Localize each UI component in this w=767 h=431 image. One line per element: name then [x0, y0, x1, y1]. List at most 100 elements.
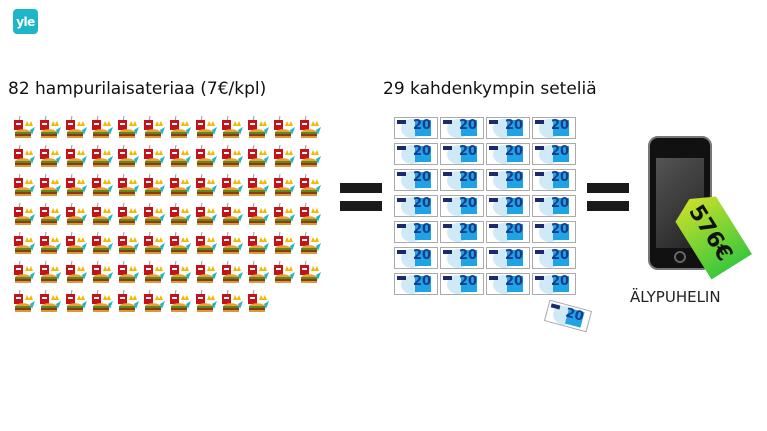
- meal-icon: [90, 173, 114, 198]
- meal-icon: [64, 144, 88, 169]
- meal-icon: [194, 289, 218, 314]
- banknote-20-icon: 20: [394, 273, 438, 295]
- meal-icon: [12, 173, 36, 198]
- meal-icon: [298, 173, 322, 198]
- equals-sign-top: [340, 183, 382, 193]
- banknote-20-icon: 20: [394, 247, 438, 269]
- meal-icon: [12, 289, 36, 314]
- equals-sign-bottom: [587, 201, 629, 211]
- banknote-20-icon: 20: [440, 143, 484, 165]
- meal-icon: [272, 115, 296, 140]
- meal-icon: [168, 289, 192, 314]
- banknotes-title: 29 kahdenkympin seteliä: [383, 79, 597, 99]
- meal-icon: [272, 144, 296, 169]
- meal-icon: [220, 260, 244, 285]
- meal-icon: [168, 144, 192, 169]
- meal-icon: [220, 289, 244, 314]
- meal-icon: [64, 202, 88, 227]
- meal-icon: [220, 173, 244, 198]
- banknote-20-icon: 20: [532, 169, 576, 191]
- banknote-20-icon: 20: [440, 195, 484, 217]
- banknote-20-icon: 20: [440, 221, 484, 243]
- meal-icon: [64, 173, 88, 198]
- meal-icon: [246, 231, 270, 256]
- banknote-20-icon: 20: [394, 195, 438, 217]
- meal-icon: [142, 115, 166, 140]
- banknote-20-icon: 20: [394, 169, 438, 191]
- meal-icon: [272, 173, 296, 198]
- meal-icon: [298, 202, 322, 227]
- meal-icon: [298, 231, 322, 256]
- meal-icon: [38, 231, 62, 256]
- meal-icon: [298, 260, 322, 285]
- banknote-20-icon: 20: [394, 117, 438, 139]
- meal-icon: [116, 115, 140, 140]
- meal-icon: [142, 289, 166, 314]
- yle-logo: yle: [13, 9, 38, 34]
- meal-icon: [194, 144, 218, 169]
- meal-icon: [168, 173, 192, 198]
- meal-icon: [220, 202, 244, 227]
- meal-icon: [116, 173, 140, 198]
- meal-icon: [246, 115, 270, 140]
- meal-icon: [116, 260, 140, 285]
- meal-icon: [90, 231, 114, 256]
- banknote-20-icon: 20: [486, 247, 530, 269]
- meal-icon: [12, 231, 36, 256]
- meal-icon: [246, 289, 270, 314]
- meal-icon: [64, 115, 88, 140]
- banknote-20-icon: 20: [440, 169, 484, 191]
- meal-icon: [220, 144, 244, 169]
- meal-icon: [246, 202, 270, 227]
- meal-icon: [38, 173, 62, 198]
- meal-icon: [142, 144, 166, 169]
- meal-icon: [168, 260, 192, 285]
- meal-icon: [298, 115, 322, 140]
- banknote-20-icon: 20: [394, 221, 438, 243]
- meal-icon: [12, 144, 36, 169]
- meal-icon: [64, 289, 88, 314]
- banknote-20-icon: 20: [486, 273, 530, 295]
- meal-icon: [64, 260, 88, 285]
- meal-icon: [272, 260, 296, 285]
- meal-icon: [168, 202, 192, 227]
- meal-icon: [38, 289, 62, 314]
- meal-icon: [272, 231, 296, 256]
- meal-icon: [12, 115, 36, 140]
- meal-icon: [246, 144, 270, 169]
- equals-sign-bottom: [340, 201, 382, 211]
- meal-icon: [116, 202, 140, 227]
- banknote-20-icon: 20: [532, 273, 576, 295]
- meal-icon: [116, 289, 140, 314]
- meal-icon: [142, 260, 166, 285]
- meal-icon: [38, 202, 62, 227]
- banknote-20-icon: 20: [394, 143, 438, 165]
- banknote-20-icon: 20: [532, 117, 576, 139]
- banknote-20-icon: 20: [532, 221, 576, 243]
- banknote-20-icon: 20: [486, 221, 530, 243]
- banknote-20-icon: 20: [543, 299, 593, 333]
- meal-icon: [246, 260, 270, 285]
- banknote-20-icon: 20: [440, 117, 484, 139]
- banknote-20-icon: 20: [486, 169, 530, 191]
- meal-icon: [12, 202, 36, 227]
- meal-icon: [142, 202, 166, 227]
- equals-sign-top: [587, 183, 629, 193]
- meal-icon: [298, 144, 322, 169]
- meal-icon: [194, 202, 218, 227]
- meal-icon: [272, 202, 296, 227]
- meal-icon: [38, 144, 62, 169]
- meal-icon: [90, 202, 114, 227]
- meal-icon: [90, 144, 114, 169]
- meal-icon: [12, 260, 36, 285]
- banknote-20-icon: 20: [532, 143, 576, 165]
- meal-icon: [142, 231, 166, 256]
- meal-icon: [220, 231, 244, 256]
- meal-icon: [90, 115, 114, 140]
- smartphone-caption: ÄLYPUHELIN: [630, 288, 721, 306]
- banknote-20-icon: 20: [440, 273, 484, 295]
- meal-icon: [194, 231, 218, 256]
- meal-icon: [142, 173, 166, 198]
- meal-icon: [168, 231, 192, 256]
